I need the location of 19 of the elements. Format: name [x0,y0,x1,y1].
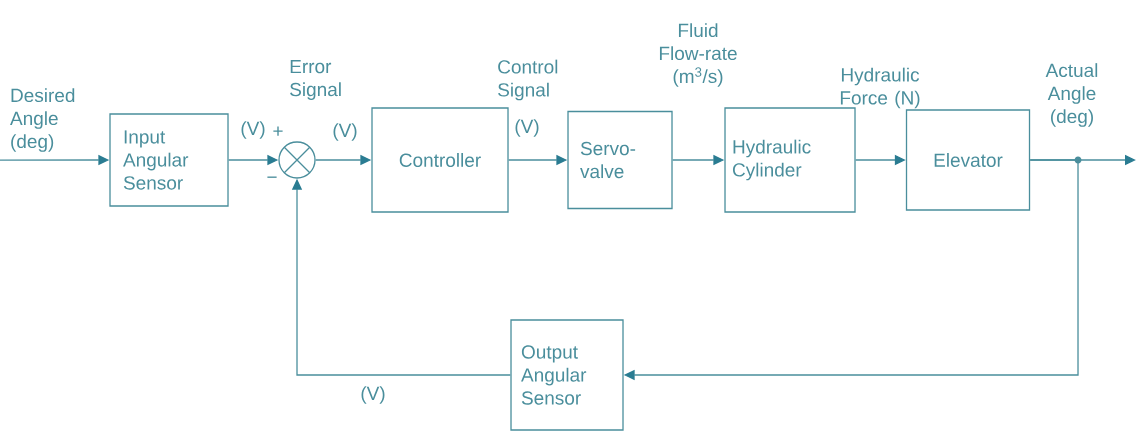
signal-label: + [273,126,283,136]
signal-label: Hydraulic Force (N) [840,67,920,109]
edge-label: (V) [359,385,387,405]
edge-label: (V) [239,120,267,140]
block-box: Hydraulic Cylinder [724,107,856,213]
edge-label: (V) [513,118,541,138]
block-box: Controller [371,107,509,213]
signal-label: Desired Angle (deg) [10,88,75,152]
block-box: Output Angular Sensor [510,319,624,431]
signal-label: Fluid Flow-rate (m$^{3}$/s) [659,23,737,87]
signal-label: − [267,176,277,178]
block-box: Input Angular Sensor [109,113,229,207]
block-box: Elevator [905,109,1031,211]
block-box: Servo-valve [567,110,673,210]
signal-label: Actual Angle (deg) [1045,63,1098,127]
edge-label: (V) [331,122,359,142]
signal-label: Control Signal [498,59,558,101]
summing-junction [278,141,316,179]
signal-label: Error Signal [290,60,341,100]
